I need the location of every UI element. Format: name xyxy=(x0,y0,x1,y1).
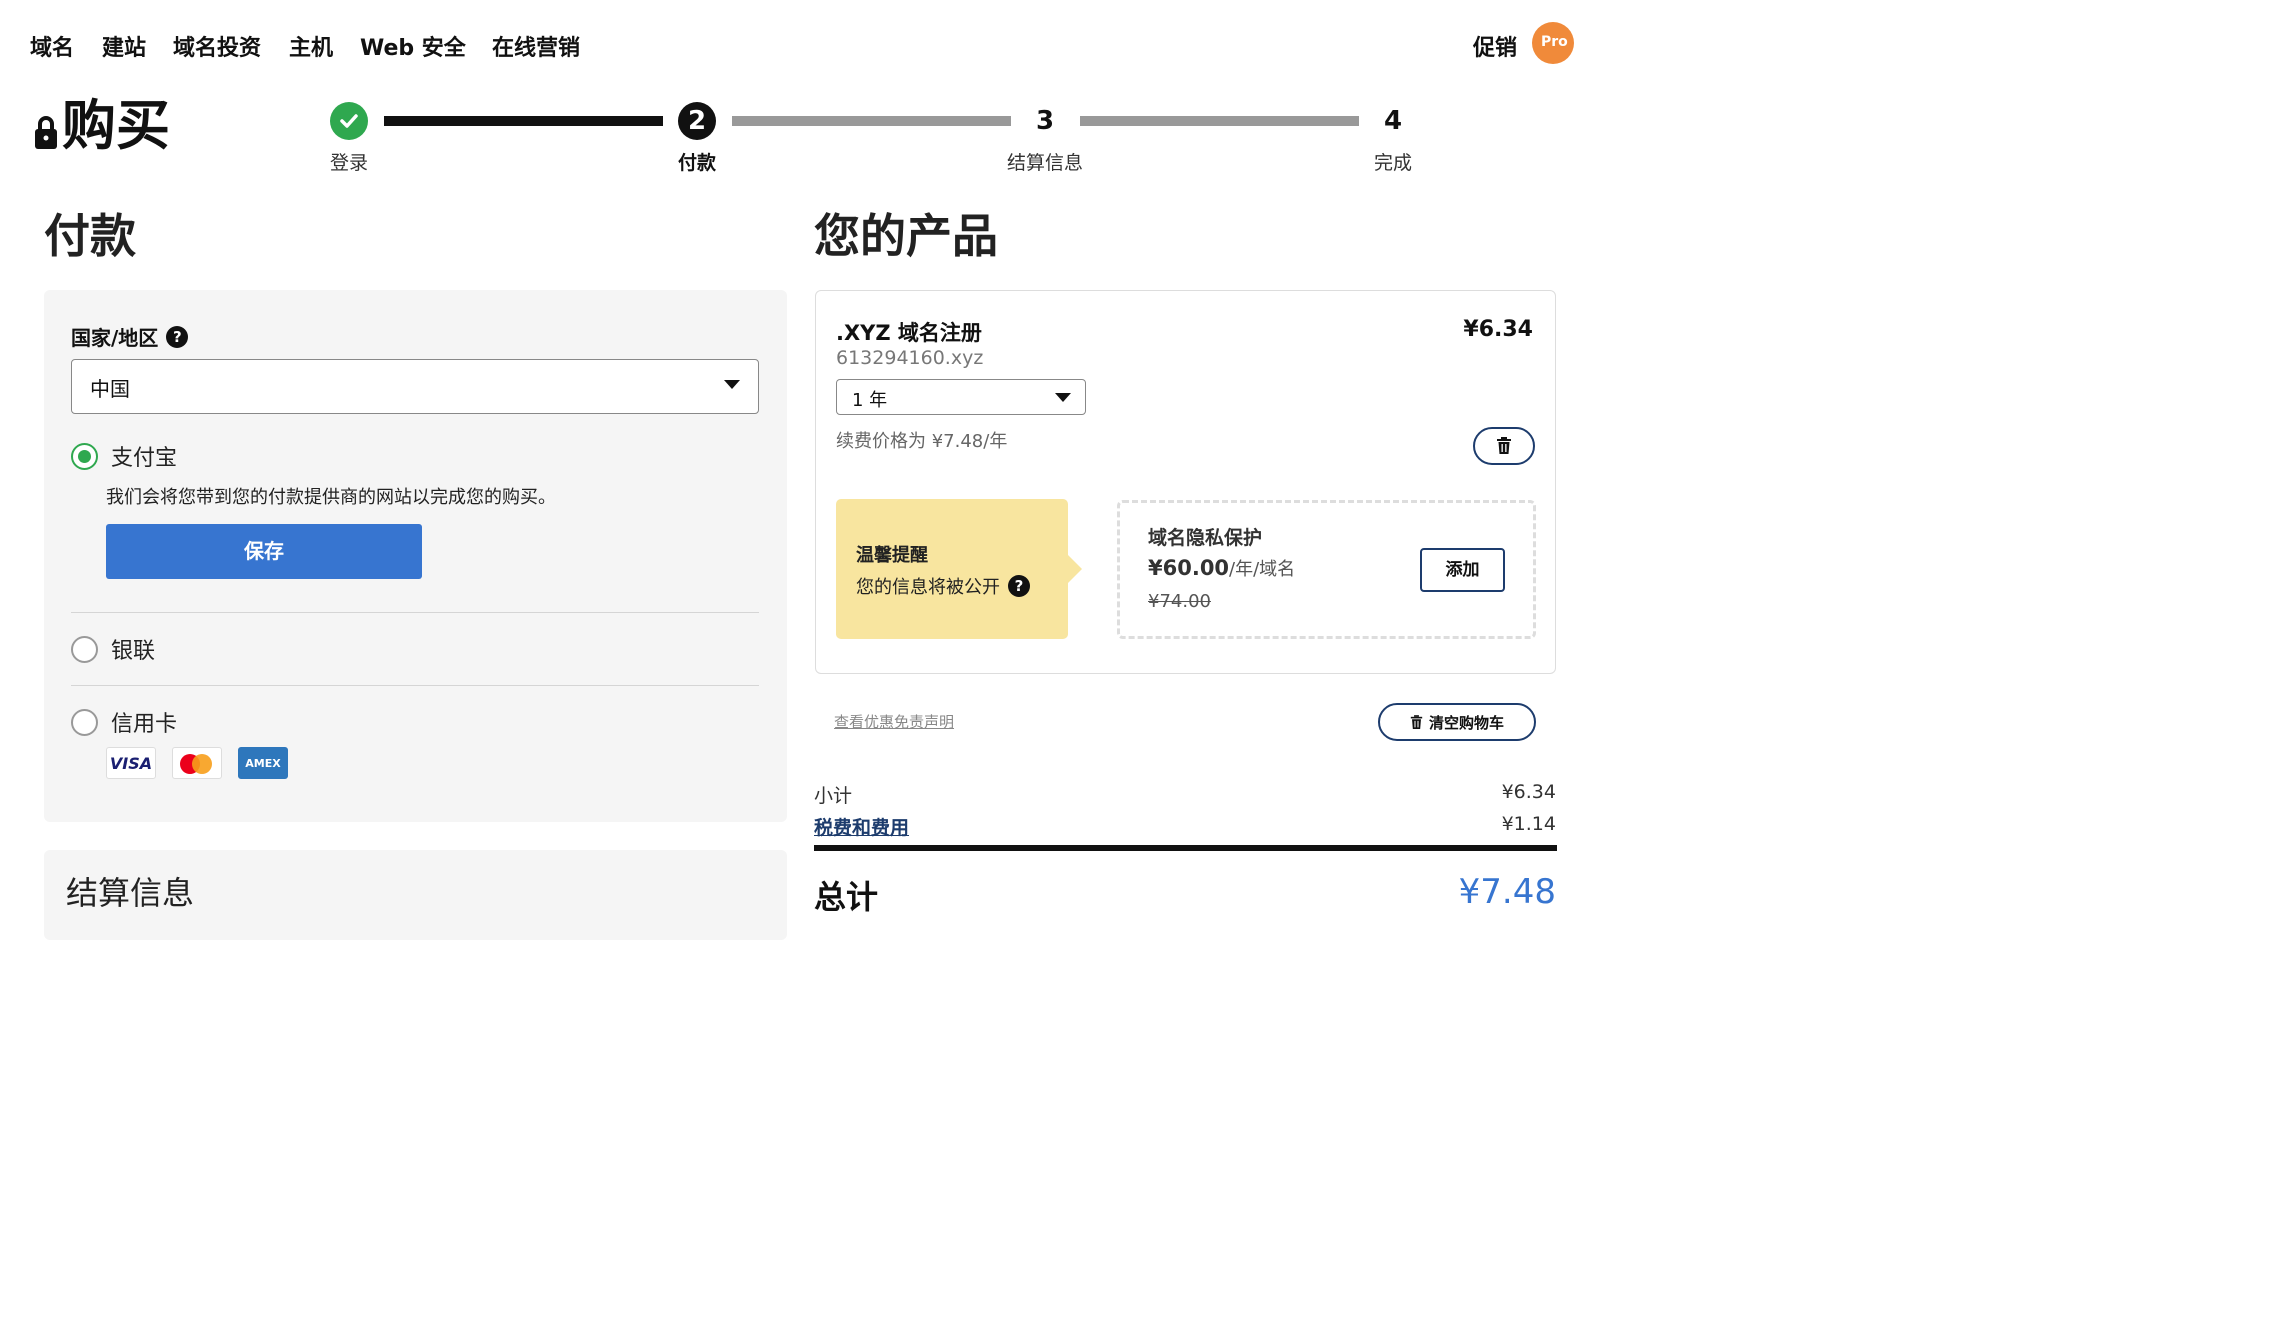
nav-item-web-security[interactable]: Web 安全 xyxy=(360,36,466,61)
products-heading: 您的产品 xyxy=(814,209,998,263)
country-select-value: 中国 xyxy=(90,377,130,401)
product-title: .XYZ 域名注册 xyxy=(836,321,982,345)
privacy-protection-offer: 域名隐私保护 ¥60.00/年/域名 ¥74.00 添加 xyxy=(1117,500,1536,639)
total-value: ¥7.48 xyxy=(1458,872,1556,912)
country-select[interactable]: 中国 xyxy=(71,359,759,414)
privacy-price: ¥60.00/年/域名 xyxy=(1148,555,1295,581)
nav-item-website[interactable]: 建站 xyxy=(102,36,147,61)
privacy-notice: 温馨提醒 您的信息将被公开 ? xyxy=(836,499,1082,639)
renewal-price: 续费价格为 ¥7.48/年 xyxy=(836,431,1008,452)
step-1-complete-icon xyxy=(330,102,368,140)
payment-method-label: 支付宝 xyxy=(111,446,178,471)
total-divider xyxy=(814,845,1557,851)
step-connector-complete xyxy=(384,116,663,126)
product-domain: 613294160.xyz xyxy=(836,347,984,369)
checkout-info-panel: 结算信息 xyxy=(44,850,787,940)
radio-button[interactable] xyxy=(71,442,98,470)
tax-label: 税费和费用 xyxy=(814,813,909,840)
nav-item-domains[interactable]: 域名 xyxy=(30,36,75,61)
amex-icon: AMEX xyxy=(238,747,288,779)
pro-badge[interactable]: Pro xyxy=(1532,22,1574,64)
product-price: ¥6.34 xyxy=(1463,317,1533,342)
privacy-title: 域名隐私保护 xyxy=(1148,527,1263,549)
payment-method-alipay[interactable]: 支付宝 xyxy=(71,440,177,472)
trash-icon xyxy=(1410,714,1423,729)
card-logos: VISA AMEX xyxy=(106,747,288,779)
help-icon[interactable]: ? xyxy=(166,325,189,348)
subtotal-value: ¥6.34 xyxy=(1501,781,1556,803)
tax-value: ¥1.14 xyxy=(1501,813,1556,835)
clear-cart-label: 清空购物车 xyxy=(1428,713,1504,732)
payment-method-label: 银联 xyxy=(111,639,156,664)
payment-method-label: 信用卡 xyxy=(111,712,178,737)
step-2-circle: 2 xyxy=(678,102,716,140)
lock-icon xyxy=(35,116,57,149)
nav-item-promotions[interactable]: 促销 xyxy=(1473,36,1518,61)
privacy-price-unit: /年/域名 xyxy=(1229,559,1296,580)
notice-text-content: 您的信息将被公开 xyxy=(856,577,1000,598)
total-label: 总计 xyxy=(814,878,879,916)
step-3-circle: 3 xyxy=(1026,102,1064,140)
divider xyxy=(71,612,759,613)
payment-method-unionpay[interactable]: 银联 xyxy=(71,633,155,665)
page-title: 购买 xyxy=(34,96,170,156)
privacy-price-value: ¥60.00 xyxy=(1148,556,1230,580)
save-button[interactable]: 保存 xyxy=(106,524,422,579)
radio-button[interactable] xyxy=(71,708,98,736)
top-navigation: 域名 建站 域名投资 主机 Web 安全 在线营销 促销 Pro xyxy=(0,0,1574,88)
step-4-circle: 4 xyxy=(1374,102,1412,140)
discount-disclaimer-link[interactable]: 查看优惠免责声明 xyxy=(834,713,955,731)
notice-title: 温馨提醒 xyxy=(856,545,928,566)
term-select-value: 1 年 xyxy=(852,390,888,411)
nav-item-domain-investing[interactable]: 域名投资 xyxy=(173,36,262,61)
visa-icon: VISA xyxy=(106,747,156,779)
privacy-old-price: ¥74.00 xyxy=(1148,591,1211,612)
page-title-text: 购买 xyxy=(62,94,170,157)
clear-cart-button[interactable]: 清空购物车 xyxy=(1378,703,1536,741)
checkmark-icon xyxy=(340,114,358,128)
notice-text: 您的信息将被公开 ? xyxy=(856,573,1030,599)
payment-method-credit-card[interactable]: 信用卡 xyxy=(71,706,177,738)
nav-item-hosting[interactable]: 主机 xyxy=(289,36,334,61)
payment-panel: 国家/地区 ? 中国 支付宝 我们会将您带到您的付款提供商的网站以完成您的购买。… xyxy=(44,290,787,822)
step-connector-pending xyxy=(1080,116,1359,126)
tax-fees-link[interactable]: 税费和费用 xyxy=(814,817,910,839)
remove-item-button[interactable] xyxy=(1473,427,1535,465)
alipay-description: 我们会将您带到您的付款提供商的网站以完成您的购买。 xyxy=(106,487,556,508)
add-privacy-button[interactable]: 添加 xyxy=(1420,548,1505,592)
step-1-label: 登录 xyxy=(329,152,368,174)
step-3-label: 结算信息 xyxy=(1006,152,1083,174)
divider xyxy=(71,685,759,686)
subtotal-label: 小计 xyxy=(814,785,853,807)
country-label: 国家/地区 ? xyxy=(71,322,189,351)
step-4-label: 完成 xyxy=(1373,152,1412,174)
step-connector-pending xyxy=(732,116,1011,126)
country-label-text: 国家/地区 xyxy=(71,326,159,350)
trash-icon xyxy=(1497,437,1511,454)
nav-item-online-marketing[interactable]: 在线营销 xyxy=(492,36,581,61)
chevron-down-icon xyxy=(1055,393,1071,402)
mastercard-icon xyxy=(172,747,222,779)
payment-heading: 付款 xyxy=(44,209,136,263)
step-2-label: 付款 xyxy=(677,152,716,174)
help-icon[interactable]: ? xyxy=(1008,575,1030,597)
term-select[interactable]: 1 年 xyxy=(836,379,1086,415)
checkout-info-heading: 结算信息 xyxy=(66,874,195,912)
product-card: .XYZ 域名注册 ¥6.34 613294160.xyz 1 年 续费价格为 … xyxy=(815,290,1556,674)
chevron-down-icon xyxy=(724,380,740,389)
radio-button[interactable] xyxy=(71,635,98,663)
